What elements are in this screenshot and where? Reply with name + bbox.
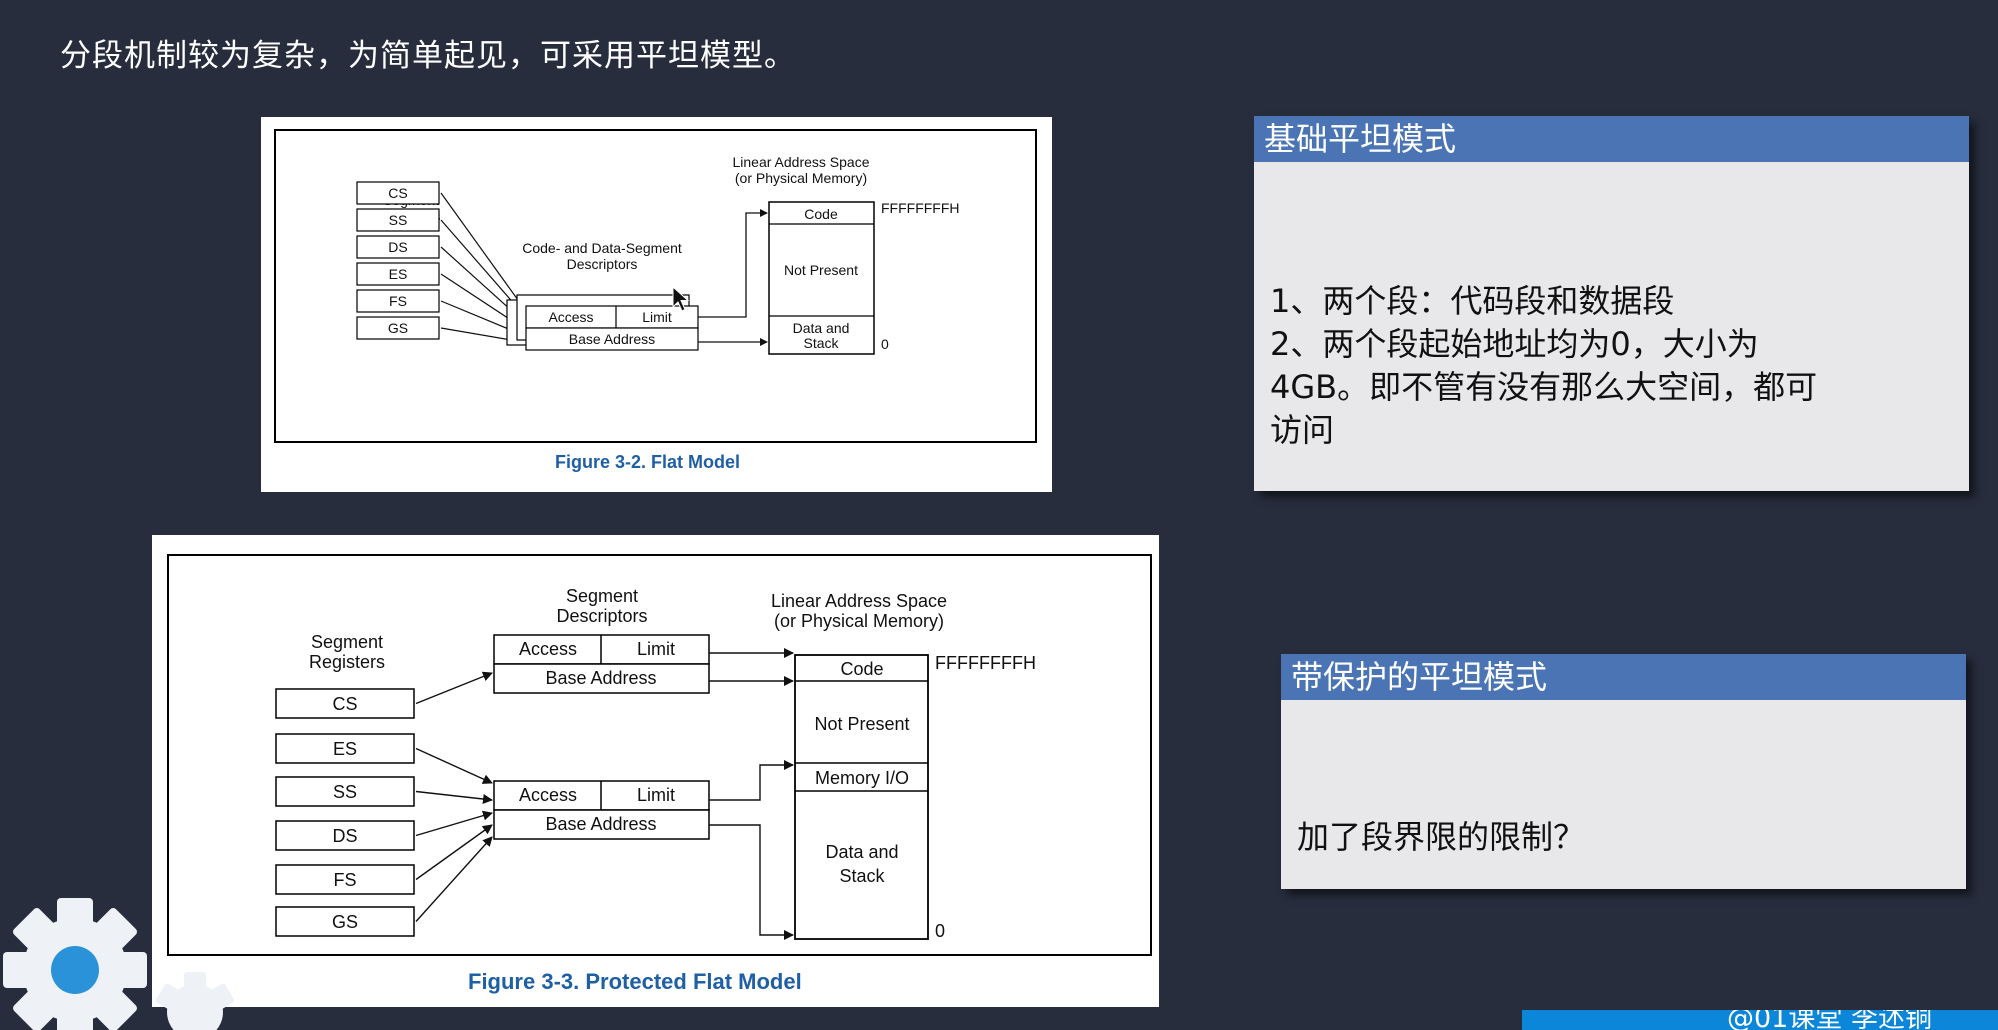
memory-region-memory-io: Memory I/O bbox=[815, 768, 909, 788]
memory-region-not-present: Not Present bbox=[814, 714, 909, 734]
register-label: FS bbox=[333, 870, 356, 890]
register-label: ES bbox=[389, 266, 408, 282]
mouse-cursor-icon bbox=[672, 285, 690, 312]
register-label: CS bbox=[332, 694, 357, 714]
data-descriptor-limit: Limit bbox=[637, 785, 675, 805]
diagram-frame bbox=[167, 554, 1152, 956]
register-label: DS bbox=[332, 826, 357, 846]
register-label: FS bbox=[389, 293, 407, 309]
code-descriptor-access: Access bbox=[519, 639, 577, 659]
register-label: CS bbox=[388, 185, 407, 201]
memory-region-not-present: Not Present bbox=[784, 262, 858, 278]
basic-flat-mode-note: 基础平坦模式 1、两个段：代码段和数据段 2、两个段起始地址均为0，大小为 4G… bbox=[1254, 116, 1969, 491]
linear-address-space-label: Linear Address Space(or Physical Memory) bbox=[771, 591, 947, 631]
register-label: DS bbox=[388, 239, 407, 255]
register-box-fs bbox=[356, 289, 440, 313]
register-box-es bbox=[275, 733, 415, 764]
data-descriptor-access: Access bbox=[519, 785, 577, 805]
basic-flat-mode-body: 1、两个段：代码段和数据段 2、两个段起始地址均为0，大小为 4GB。即不管有没… bbox=[1254, 162, 1969, 452]
protected-flat-mode-body: 加了段界限的限制？ bbox=[1281, 700, 1966, 859]
memory-column bbox=[768, 201, 875, 355]
basic-flat-mode-title: 基础平坦模式 bbox=[1254, 116, 1969, 162]
register-box-cs bbox=[356, 181, 440, 205]
note-line: 2、两个段起始地址均为0，大小为 bbox=[1270, 325, 1759, 363]
descriptor-base-address-row bbox=[525, 327, 699, 351]
bottom-address-label: 0 bbox=[935, 921, 945, 941]
protected-flat-model-caption: Figure 3-3. Protected Flat Model bbox=[468, 969, 802, 994]
watermark-bar: @01课堂 李述铜 bbox=[1522, 1010, 1998, 1030]
register-box-ss bbox=[275, 776, 415, 807]
bottom-address-label: 0 bbox=[881, 336, 889, 352]
register-arrow bbox=[415, 836, 493, 922]
register-box-ss bbox=[356, 208, 440, 232]
code-descriptor-limit: Limit bbox=[637, 639, 675, 659]
register-arrow bbox=[415, 747, 493, 784]
flat-model-caption: Figure 3-2. Flat Model bbox=[555, 452, 740, 472]
register-arrow bbox=[440, 192, 524, 308]
register-arrow bbox=[440, 219, 524, 315]
memory-column bbox=[794, 654, 929, 940]
top-address-label: FFFFFFFFH bbox=[881, 200, 960, 216]
note-line: 4GB。即不管有没有那么大空间，都可 bbox=[1270, 368, 1818, 406]
data-limit-arrow bbox=[709, 760, 794, 801]
register-label: GS bbox=[388, 320, 408, 336]
memory-region-code: Code bbox=[804, 206, 838, 222]
diagram-frame bbox=[274, 129, 1037, 443]
register-box-cs bbox=[275, 688, 415, 719]
protected-flat-mode-note: 带保护的平坦模式 加了段界限的限制？ bbox=[1281, 654, 1966, 889]
register-arrow bbox=[415, 810, 493, 837]
code-descriptor-base-address bbox=[493, 663, 710, 694]
base-address-label: Base Address bbox=[569, 331, 655, 347]
register-label: SS bbox=[389, 212, 408, 228]
note-line: 1、两个段：代码段和数据段 bbox=[1270, 282, 1675, 320]
register-arrow bbox=[415, 790, 493, 804]
linear-address-space-label: Linear Address Space(or Physical Memory) bbox=[733, 154, 870, 186]
note-line: 加了段界限的限制？ bbox=[1297, 818, 1586, 856]
data-descriptor-base-address bbox=[493, 809, 710, 840]
register-box-es bbox=[356, 262, 440, 286]
memory-region-code: Code bbox=[840, 659, 883, 679]
register-arrow bbox=[415, 824, 493, 881]
access-label: Access bbox=[548, 309, 593, 325]
register-label: ES bbox=[333, 739, 357, 759]
limit-label: Limit bbox=[642, 309, 672, 325]
register-box-gs bbox=[356, 316, 440, 340]
register-box-ds bbox=[275, 820, 415, 851]
note-line: 访问 bbox=[1270, 411, 1335, 449]
gear-icon bbox=[3, 898, 235, 1030]
register-box-gs bbox=[275, 906, 415, 937]
register-label: SS bbox=[333, 782, 357, 802]
top-address-label: FFFFFFFFH bbox=[935, 653, 1036, 673]
register-arrow bbox=[415, 671, 493, 705]
watermark-text: @01课堂 李述铜 bbox=[1727, 1010, 1932, 1030]
data-base-arrow bbox=[709, 824, 794, 940]
register-box-ds bbox=[356, 235, 440, 259]
slide-heading: 分段机制较为复杂，为简单起见，可采用平坦模型。 bbox=[60, 38, 796, 74]
protected-flat-mode-title: 带保护的平坦模式 bbox=[1281, 654, 1966, 700]
code-descriptor-base: Base Address bbox=[545, 668, 656, 688]
register-label: GS bbox=[332, 912, 358, 932]
register-box-fs bbox=[275, 864, 415, 895]
data-descriptor-base: Base Address bbox=[545, 814, 656, 834]
